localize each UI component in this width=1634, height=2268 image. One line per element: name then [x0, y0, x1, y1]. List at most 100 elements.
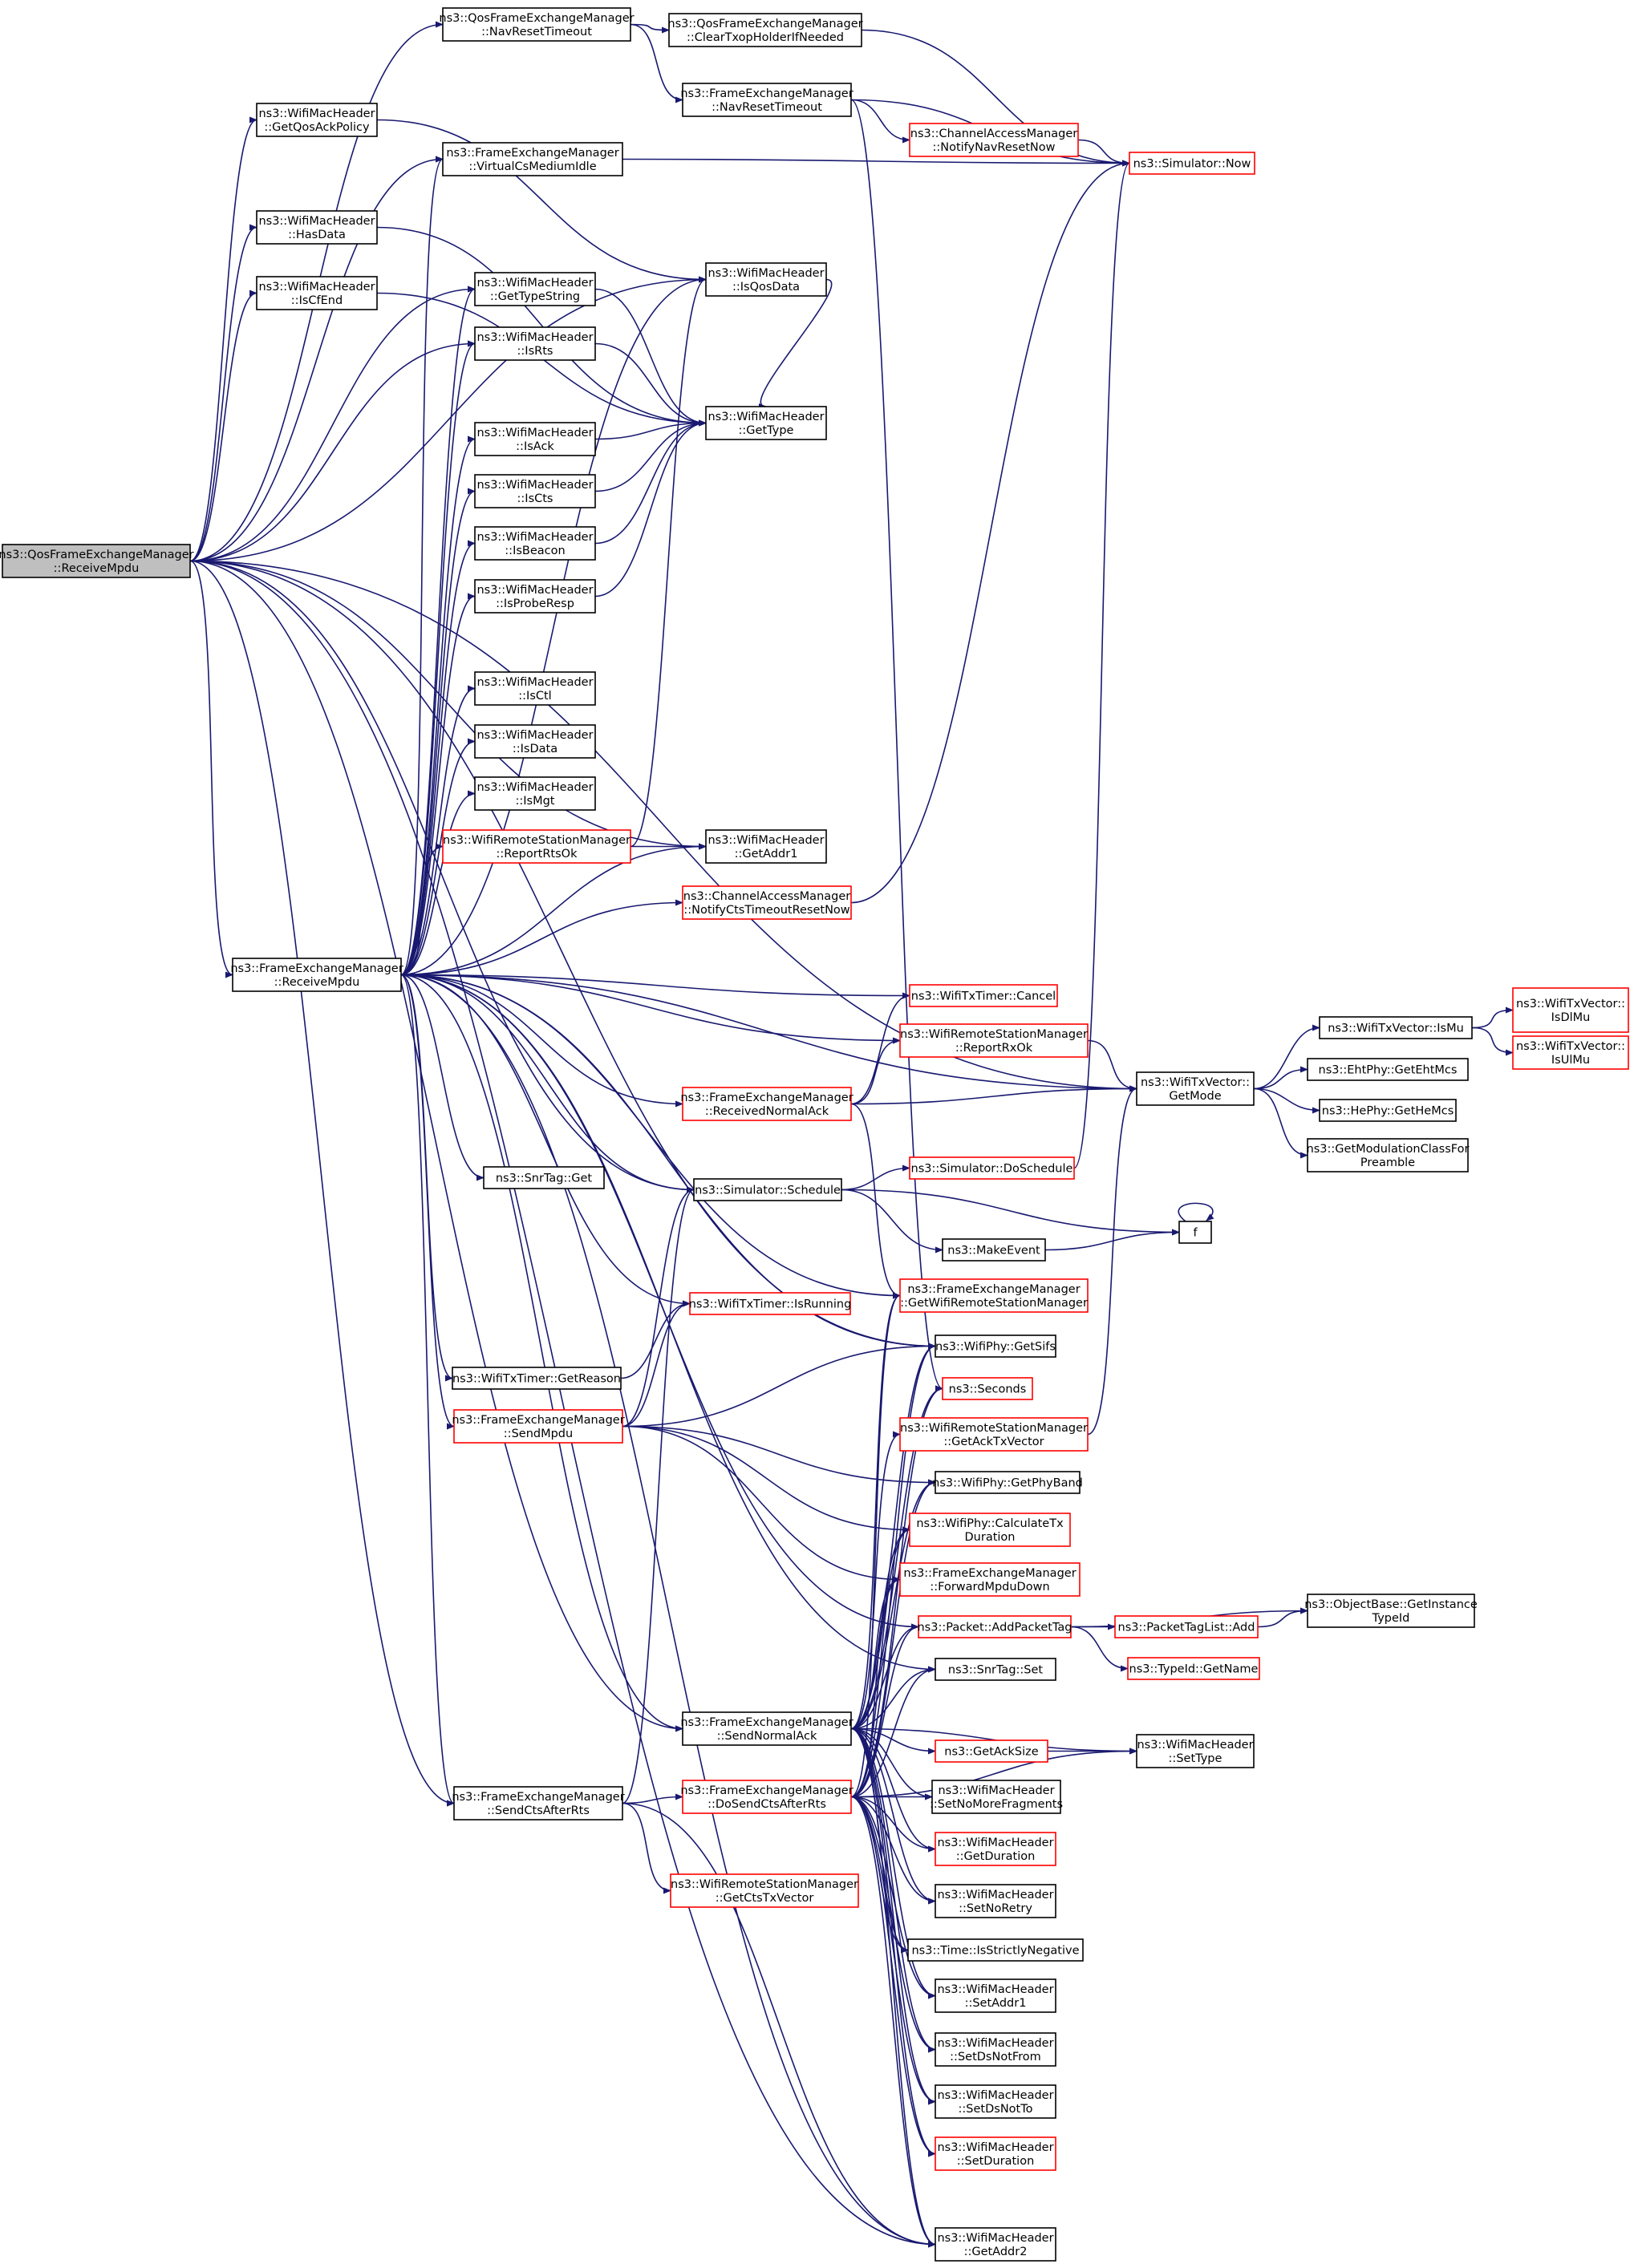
node-fem-receive[interactable]: ns3::FrameExchangeManager::ReceiveMpdu [230, 958, 403, 992]
node-timer-getreason[interactable]: ns3::WifiTxTimer::GetReason [452, 1367, 622, 1390]
node-dosendcts[interactable]: ns3::FrameExchangeManager::DoSendCtsAfte… [680, 1780, 853, 1814]
node-getmode[interactable]: ns3::WifiTxVector::GetMode [1136, 1071, 1255, 1106]
node-reportrtsok[interactable]: ns3::WifiRemoteStationManager::ReportRts… [442, 829, 631, 864]
edge-qfem_receive-to-isqosdata [189, 276, 707, 562]
node-sendnormalack[interactable]: ns3::FrameExchangeManager::SendNormalAck [680, 1711, 853, 1746]
node-label: ::NotifyCtsTimeoutResetNow [683, 904, 849, 917]
node-label: ns3::FrameExchangeManager [230, 962, 403, 975]
node-iscts[interactable]: ns3::WifiMacHeader::IsCts [474, 474, 596, 508]
node-isproberesp[interactable]: ns3::WifiMacHeader::IsProbeResp [474, 579, 596, 614]
node-sim-doschedule[interactable]: ns3::Simulator::DoSchedule [909, 1156, 1075, 1180]
edges-layer [189, 21, 1514, 2248]
node-label: ns3::Packet::AddPacketTag [917, 1622, 1072, 1634]
node-sim-schedule[interactable]: ns3::Simulator::Schedule [693, 1178, 842, 1201]
node-qfem-navreset[interactable]: ns3::QosFrameExchangeManager::NavResetTi… [439, 7, 635, 42]
node-isbeacon[interactable]: ns3::WifiMacHeader::IsBeacon [474, 526, 596, 561]
node-cam-notifynav[interactable]: ns3::ChannelAccessManager::NotifyNavRese… [909, 123, 1079, 157]
node-sim-now[interactable]: ns3::Simulator::Now [1129, 152, 1255, 175]
node-iscfend[interactable]: ns3::WifiMacHeader::IsCfEnd [256, 276, 378, 310]
node-reportrxok[interactable]: ns3::WifiRemoteStationManager::ReportRxO… [899, 1023, 1089, 1058]
edge-fem_receive-to-gettypestring [400, 286, 476, 976]
edge-iscts-to-gettype [594, 419, 707, 492]
edge-sendnormalack-to-setdsnotfrom [850, 1727, 936, 2053]
node-sendctsafterrts[interactable]: ns3::FrameExchangeManager::SendCtsAfterR… [452, 1786, 625, 1820]
node-box [907, 1938, 1084, 1962]
node-cam-notifycts[interactable]: ns3::ChannelAccessManager::NotifyCtsTime… [682, 885, 852, 920]
node-label: ::IsAck [516, 440, 554, 453]
node-snrtag-set[interactable]: ns3::SnrTag::Set [935, 1658, 1056, 1681]
node-getqosack[interactable]: ns3::WifiMacHeader::GetQosAckPolicy [256, 103, 378, 137]
node-getwrsm[interactable]: ns3::FrameExchangeManager::GetWifiRemote… [899, 1278, 1089, 1313]
node-label: ns3::WifiMacHeader [476, 331, 593, 344]
node-receivednormalack[interactable]: ns3::FrameExchangeManager::ReceivedNorma… [680, 1087, 853, 1121]
node-settype[interactable]: ns3::WifiMacHeader::SetType [1136, 1734, 1255, 1768]
node-ismgt[interactable]: ns3::WifiMacHeader::IsMgt [474, 776, 596, 811]
node-snrtag-get[interactable]: ns3::SnrTag::Get [483, 1166, 605, 1189]
node-getctstxvector[interactable]: ns3::WifiRemoteStationManager::GetCtsTxV… [670, 1873, 859, 1908]
node-getduration[interactable]: ns3::WifiMacHeader::GetDuration [935, 1832, 1056, 1866]
node-isstrictlyneg[interactable]: ns3::Time::IsStrictlyNegative [907, 1938, 1084, 1962]
node-gettypestring[interactable]: ns3::WifiMacHeader::GetTypeString [474, 272, 596, 306]
node-getphyband[interactable]: ns3::WifiPhy::GetPhyBand [932, 1471, 1083, 1494]
edge-dosendcts-to-setdsnotfrom [850, 1796, 936, 2053]
edge-virtcs-to-sim_now [622, 158, 1130, 167]
node-setaddr1[interactable]: ns3::WifiMacHeader::SetAddr1 [935, 1978, 1056, 2013]
node-box [942, 1377, 1033, 1400]
node-label: ns3::FrameExchangeManager [446, 147, 618, 160]
node-qfem-cleartxop[interactable]: ns3::QosFrameExchangeManager::ClearTxopH… [667, 13, 863, 47]
node-label: ::SetType [1169, 1752, 1222, 1765]
node-box [899, 1023, 1089, 1058]
node-getaddr1[interactable]: ns3::WifiMacHeader::GetAddr1 [705, 829, 827, 864]
node-getacktxvector[interactable]: ns3::WifiRemoteStationManager::GetAckTxV… [899, 1417, 1089, 1452]
node-makeevent[interactable]: ns3::MakeEvent [942, 1238, 1046, 1262]
node-setduration[interactable]: ns3::WifiMacHeader::SetDuration [935, 2136, 1056, 2171]
node-isctl[interactable]: ns3::WifiMacHeader::IsCtl [474, 671, 596, 706]
node-setnomorefrag[interactable]: ns3::WifiMacHeader::SetNoMoreFragments [930, 1780, 1063, 1814]
node-gettype[interactable]: ns3::WifiMacHeader::GetType [705, 406, 827, 440]
node-isqosdata[interactable]: ns3::WifiMacHeader::IsQosData [705, 262, 827, 297]
node-f[interactable]: f [1178, 1221, 1212, 1244]
edge-reportrtsok-to-isqosdata [630, 276, 707, 848]
node-virtcs[interactable]: ns3::FrameExchangeManager::VirtualCsMedi… [442, 142, 623, 176]
node-setdsnotfrom[interactable]: ns3::WifiMacHeader::SetDsNotFrom [935, 2032, 1056, 2067]
node-hasdata[interactable]: ns3::WifiMacHeader::HasData [256, 210, 378, 245]
node-sendmpdu[interactable]: ns3::FrameExchangeManager::SendMpdu [452, 1409, 625, 1444]
edge-sendmpdu-to-sim_schedule [622, 1186, 695, 1428]
node-setdsnotto[interactable]: ns3::WifiMacHeader::SetDsNotTo [935, 2084, 1056, 2119]
edge-fem_receive-to-cam_notifycts [400, 899, 683, 976]
node-getsifs[interactable]: ns3::WifiPhy::GetSifs [935, 1334, 1056, 1358]
node-label: ::SetAddr1 [965, 1997, 1027, 2010]
node-seconds[interactable]: ns3::Seconds [942, 1377, 1033, 1400]
node-label: ::GetDuration [956, 1850, 1036, 1863]
node-setnoretry[interactable]: ns3::WifiMacHeader::SetNoRetry [935, 1884, 1056, 1918]
node-isdata[interactable]: ns3::WifiMacHeader::IsData [474, 724, 596, 759]
node-label: ::IsMgt [515, 795, 554, 808]
edge-sendmpdu-to-getsifs [622, 1343, 936, 1428]
node-addpackettag[interactable]: ns3::Packet::AddPacketTag [917, 1615, 1072, 1638]
node-getaddr2[interactable]: ns3::WifiMacHeader::GetAddr2 [935, 2227, 1056, 2262]
node-isack[interactable]: ns3::WifiMacHeader::IsAck [474, 422, 596, 456]
node-isrts[interactable]: ns3::WifiMacHeader::IsRts [474, 326, 596, 361]
node-getacksize[interactable]: ns3::GetAckSize [935, 1739, 1048, 1763]
node-label: ns3::FrameExchangeManager [452, 1791, 624, 1804]
node-timer-cancel[interactable]: ns3::WifiTxTimer::Cancel [909, 984, 1058, 1007]
node-fem-navreset[interactable]: ns3::FrameExchangeManager::NavResetTimeo… [680, 83, 853, 117]
edge-fem_receive-to-isproberesp [400, 593, 476, 976]
node-ptaglist-add[interactable]: ns3::PacketTagList::Add [1114, 1615, 1259, 1638]
node-label: ns3::WifiMacHeader [937, 2037, 1053, 2050]
node-qfem-receive[interactable]: ns3::QosFrameExchangeManager::ReceiveMpd… [0, 544, 194, 578]
node-ismu[interactable]: ns3::WifiTxVector::IsMu [1319, 1016, 1473, 1039]
node-box [2, 544, 191, 578]
node-label: ns3::QosFrameExchangeManager [667, 18, 862, 30]
node-getehtmcs[interactable]: ns3::EhtPhy::GetEhtMcs [1307, 1058, 1469, 1081]
node-isulmu[interactable]: ns3::WifiTxVector::IsUlMu [1512, 1035, 1629, 1070]
node-gethemcs[interactable]: ns3::HePhy::GetHeMcs [1319, 1099, 1457, 1122]
node-forwardmpdudown[interactable]: ns3::FrameExchangeManager::ForwardMpduDo… [899, 1562, 1081, 1597]
node-typeid-getname[interactable]: ns3::TypeId::GetName [1127, 1657, 1260, 1680]
node-isdlmu[interactable]: ns3::WifiTxVector::IsDlMu [1512, 987, 1629, 1033]
node-timer-isrunning[interactable]: ns3::WifiTxTimer::IsRunning [689, 1292, 852, 1315]
node-label: ns3::GetModulationClassFor [1307, 1143, 1470, 1156]
